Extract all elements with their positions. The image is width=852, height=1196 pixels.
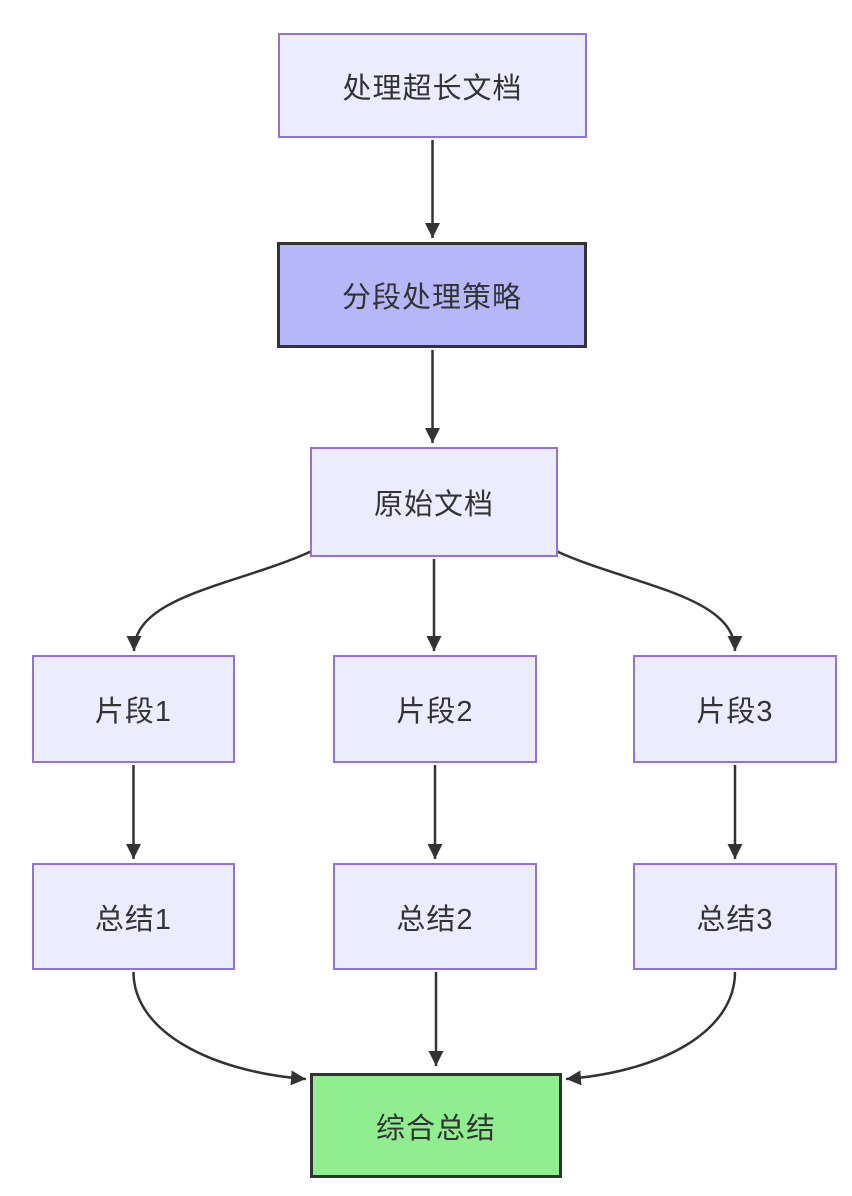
edge-g-j [132,971,307,1086]
node-fragment-2: 片段2 [333,655,537,763]
node-fragment-3: 片段3 [633,655,837,763]
edge-i-j [565,971,737,1086]
node-original-document: 原始文档 [310,447,558,557]
node-combined-summary: 综合总结 [310,1073,562,1178]
node-fragment-1: 片段1 [32,655,235,763]
node-process-long-document: 处理超长文档 [278,33,587,138]
node-summary-3: 总结3 [633,863,837,970]
node-summary-1: 总结1 [32,863,235,970]
node-segmentation-strategy: 分段处理策略 [277,242,587,348]
edge-c-d [126,549,313,652]
edge-c-f [555,549,743,652]
node-summary-2: 总结2 [333,863,537,970]
